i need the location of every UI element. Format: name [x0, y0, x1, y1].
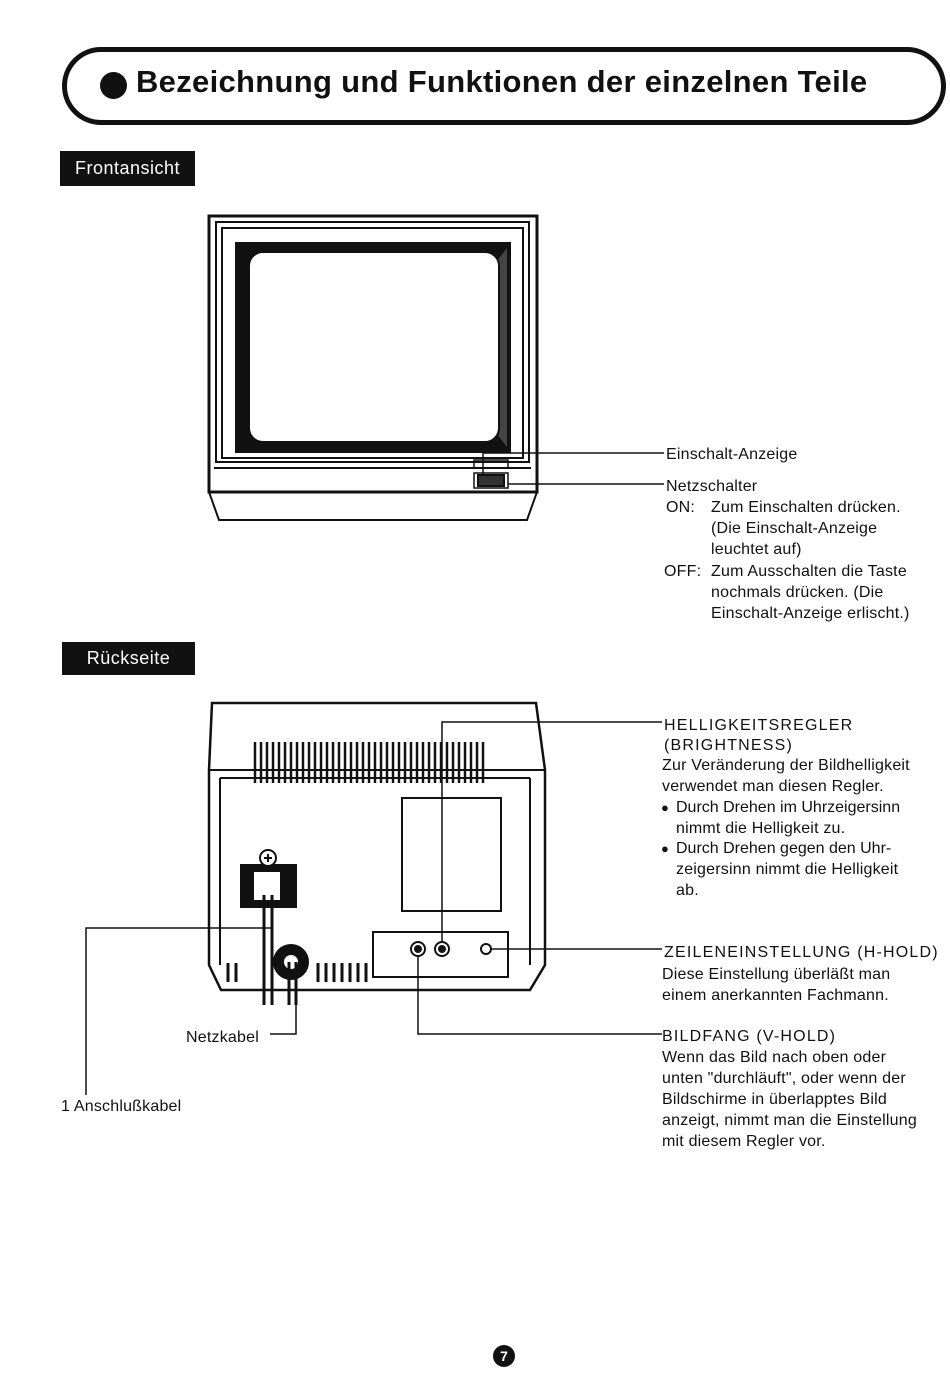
vhold-text: Wenn das Bild nach oben oder: [662, 1049, 887, 1066]
brightness-bullet-cont: ab.: [676, 882, 699, 899]
off-description: nochmals drücken. (Die: [711, 584, 884, 601]
tv-front-drawing: [207, 214, 539, 521]
hhold-text: Diese Einstellung überläßt man: [662, 966, 891, 983]
brightness-heading-en: (BRIGHTNESS): [664, 737, 794, 754]
hhold-heading: ZEILENEINSTELLUNG (H-HOLD): [664, 944, 939, 961]
brightness-bullet: Durch Drehen gegen den Uhr-: [661, 838, 891, 859]
tv-back-drawing: [207, 701, 547, 1005]
page-number: 7: [493, 1345, 515, 1367]
on-description: (Die Einschalt-Anzeige: [711, 520, 878, 537]
connection-cable-label: 1 Anschlußkabel: [61, 1098, 182, 1115]
off-key-label: OFF:: [664, 563, 702, 580]
back-leader-lines: [85, 721, 662, 1095]
brightness-bullet: Durch Drehen im Uhrzeigersinn: [661, 797, 900, 818]
brightness-bullet-cont: zeigersinn nimmt die Helligkeit: [676, 861, 899, 878]
vhold-text: unten "durchläuft", oder wenn der: [662, 1070, 906, 1087]
power-switch-label: Netzschalter: [666, 478, 758, 495]
section-label-back: Rückseite: [62, 642, 195, 675]
hhold-text: einem anerkannten Fachmann.: [662, 987, 889, 1004]
on-description: leuchtet auf): [711, 541, 802, 558]
off-description: Zum Ausschalten die Taste: [711, 563, 907, 580]
power-indicator-label: Einschalt-Anzeige: [666, 446, 798, 463]
brightness-heading: HELLIGKEITSREGLER: [664, 717, 854, 734]
on-description: Zum Einschalten drücken.: [711, 499, 901, 516]
power-cable-label: Netzkabel: [186, 1029, 259, 1046]
vhold-text: Bildschirme in überlapptes Bild: [662, 1091, 887, 1108]
vhold-heading: BILDFANG (V-HOLD): [662, 1028, 837, 1045]
front-leader-lines: [482, 452, 664, 485]
brightness-text: Zur Veränderung der Bildhelligkeit: [662, 757, 910, 774]
vhold-text: anzeigt, nimmt man die Einstellung: [662, 1112, 917, 1129]
title-banner: [62, 47, 946, 125]
off-description: Einschalt-Anzeige erlischt.): [711, 605, 910, 622]
brightness-bullet-cont: nimmt die Helligkeit zu.: [676, 820, 846, 837]
section-label-front: Frontansicht: [60, 151, 195, 186]
vhold-text: mit diesem Regler vor.: [662, 1133, 826, 1150]
brightness-text: verwendet man diesen Regler.: [662, 778, 884, 795]
page-title: Bezeichnung und Funktionen der einzelnen…: [136, 64, 868, 99]
bullet-dot-icon: [100, 72, 127, 99]
on-key-label: ON:: [666, 499, 696, 516]
